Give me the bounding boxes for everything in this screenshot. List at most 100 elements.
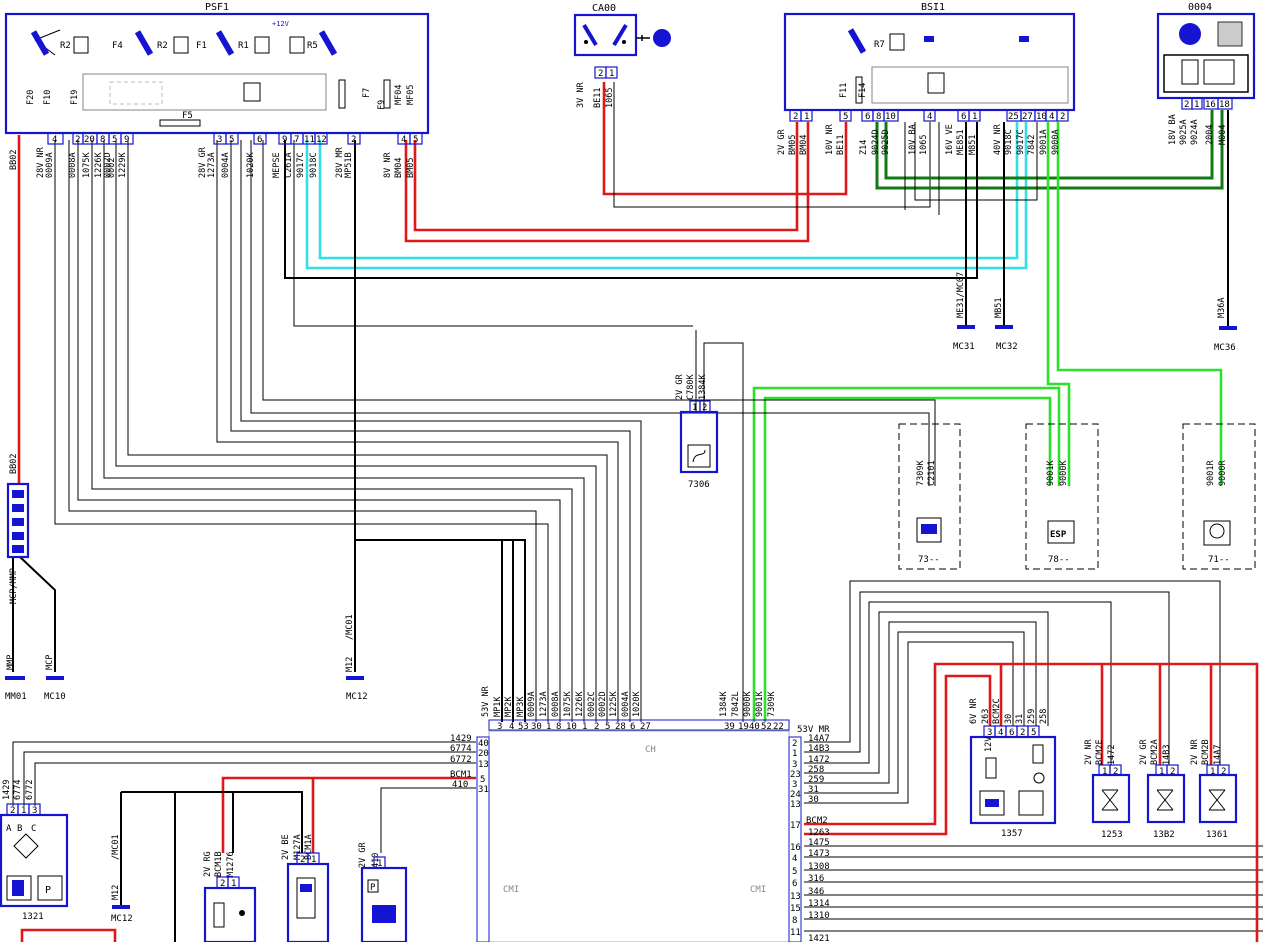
component-ca00[interactable]: CA00 2 1 3V NR BE11 1065 — [573, 3, 671, 108]
ground-mc12-top: /MC01 M12 MC12 — [345, 614, 368, 702]
bb02b-label: BB02 — [9, 454, 19, 474]
component-410[interactable]: 2V GR 410 1 P — [358, 842, 408, 942]
wl: M36A — [1217, 298, 1227, 318]
psf1-pin: 5 — [112, 135, 117, 145]
c1321-title: 1321 — [22, 912, 44, 922]
c0004-pin: 16 — [1205, 100, 1216, 110]
wl: 9018C — [1004, 129, 1014, 155]
component-0004[interactable]: 0004 2 1 16 18 18V BA 9025A 9024A 2004 M… — [1156, 2, 1256, 145]
wl: 9024A — [1190, 119, 1200, 145]
c0004-pin: 1 — [1194, 100, 1199, 110]
wl: C261A — [284, 152, 294, 178]
pin: 2 — [1020, 728, 1025, 738]
wl: 30 — [808, 795, 819, 805]
wl: 1065 — [919, 135, 929, 155]
wl: BCM1A — [304, 834, 314, 860]
component-13b2[interactable]: 2V GR BCM2A 14B3 1 2 13B2 — [1139, 739, 1186, 840]
bsi1-pins: 2 1 5 6 8 10 4 6 1 25 27 10 4 2 — [789, 109, 1069, 122]
component-cm1[interactable]: CH CMI CMI 53V NR 53V MR 3 4 53 30 1 8 1… — [450, 685, 830, 942]
wl: 1273A — [207, 152, 217, 178]
wl: 31 — [808, 785, 819, 795]
wl: 410 — [452, 780, 468, 790]
component-1321[interactable]: 1429 6774 6772 2 1 3 A B C P 1321 — [0, 780, 69, 922]
c1321-letter: C — [31, 824, 36, 834]
wire-black-grounds — [284, 110, 1229, 326]
wl: 9001A — [1039, 129, 1049, 155]
mc32-label: MC32 — [996, 342, 1018, 352]
wl: 2V NR — [1190, 739, 1200, 765]
component-bb02[interactable]: BB02 MCP/MMP — [6, 454, 30, 604]
psf1-pin: 2 — [75, 135, 80, 145]
c1321-letter: B — [17, 824, 22, 834]
wl: 6774 — [13, 780, 23, 800]
psf1-wire-labels: BB02 28V NR 0009A 0008A 1075K 1226K 0002… — [9, 146, 416, 178]
wl: 0009A — [527, 691, 537, 717]
bsi1-pin: 1 — [972, 112, 977, 122]
wire-thin-misc — [250, 122, 1038, 722]
component-bcm1a[interactable]: 2V BE M127A BCM1A 2 1 — [281, 834, 330, 942]
pin: 3 — [987, 728, 992, 738]
wl: M127A — [293, 834, 303, 860]
component-psf1[interactable]: PSF1 R2 F4 R2 F1 R1 R5 F5 F20 F10 F19 F7… — [4, 2, 430, 145]
pin: 5 — [1031, 728, 1036, 738]
cm1-pin: 52 — [761, 722, 772, 732]
c7306-conn: 2V GR — [675, 374, 685, 400]
cm1-pin: 13 — [790, 800, 801, 810]
wl: 28V GR — [198, 146, 208, 178]
wl: 1020K — [246, 152, 256, 178]
pin: 2 — [300, 855, 305, 865]
wl: M12 — [111, 885, 121, 900]
wire-red-bcm2 — [804, 662, 1259, 942]
cm1-pin: 28 — [615, 722, 626, 732]
component-1361[interactable]: 2V NR BCM2B 14A7 1 2 1361 — [1190, 739, 1238, 840]
component-bsi1[interactable]: BSI1 R7 F11 F14 2 1 5 6 8 10 4 6 — [783, 2, 1076, 122]
psf1-pin: 7 — [294, 135, 299, 145]
component-7306[interactable]: 2V GR C780K 1384K 1 2 7306 — [675, 374, 719, 490]
wl: 0002D — [103, 152, 113, 178]
wl: MP3K — [516, 696, 526, 717]
psf1-pin: 9 — [282, 135, 287, 145]
component-bcm1b[interactable]: 2V RG BCM1B M1276 2 1 — [203, 851, 257, 942]
ground-mm01: MMP MM01 — [5, 655, 27, 702]
cm1-pin: 11 — [790, 928, 801, 938]
ca00-title: CA00 — [592, 3, 616, 14]
wl: BM04 — [799, 135, 809, 155]
bsi1-pin: 25 — [1008, 112, 1019, 122]
c1321-pin: 2 — [10, 806, 15, 816]
cm1-pin: 53 — [518, 722, 529, 732]
mc10-label: MC10 — [44, 692, 66, 702]
bsi1-pin: 8 — [876, 112, 881, 122]
pin: 1 — [231, 879, 236, 889]
bsi1-pin: 6 — [865, 112, 870, 122]
wl: 10V NR — [825, 123, 835, 155]
wl: 1384K — [719, 691, 729, 717]
cm1-pin: 8 — [556, 722, 561, 732]
cm1-ch: CH — [645, 745, 656, 755]
bsi1-pin: 1 — [804, 112, 809, 122]
psf1-f19: F19 — [70, 90, 80, 105]
component-1253[interactable]: 2V NR BCM2E 1472 1 2 1253 — [1084, 739, 1131, 840]
wl: 6772 — [25, 780, 35, 800]
cm1-pin: 31 — [478, 785, 489, 795]
cm1-pin: 1 — [582, 722, 587, 732]
wl: 9017C — [296, 152, 306, 178]
wl: 1273A — [539, 691, 549, 717]
wl: /MC01 — [111, 834, 121, 860]
wl: BCM1 — [450, 770, 472, 780]
psf1-pin: 11 — [304, 135, 315, 145]
c0004-title: 0004 — [1188, 2, 1212, 13]
cm1-pin: 1 — [792, 749, 797, 759]
bsi1-pin: 2 — [1060, 112, 1065, 122]
component-1357[interactable]: 6V NR 263 BCM2C 30 31 259 258 3 4 6 2 5 … — [969, 698, 1057, 839]
component-73[interactable]: 7309K C2101 73-- — [898, 423, 961, 570]
component-71[interactable]: 9001R 9000R 71-- — [1182, 423, 1256, 570]
component-78[interactable]: 9001K 9000K ESP 78-- — [1025, 423, 1099, 570]
psf1-r5: R5 — [307, 41, 318, 51]
fuel-icon — [12, 880, 24, 896]
module-icon — [921, 524, 937, 534]
wl: 0002C — [587, 691, 597, 717]
cm1-top-right-pins: 39 19 40 52 22 — [724, 722, 784, 732]
psf1-pin: 3 — [217, 135, 222, 145]
cm1-top-left-wires: MP1K MP2K MP3K 0009A 1273A 0008A 1075K 1… — [493, 691, 642, 717]
wl: 8V NR — [383, 152, 393, 178]
